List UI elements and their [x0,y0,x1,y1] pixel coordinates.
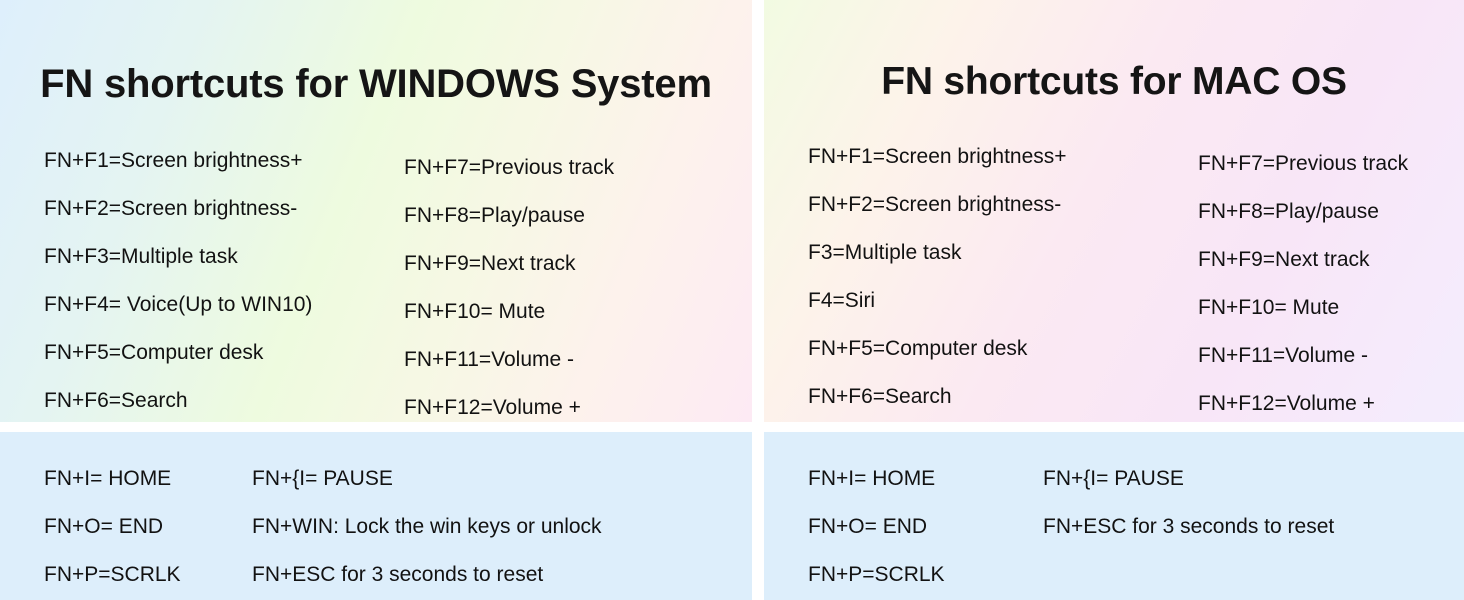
shortcut-item: FN+F2=Screen brightness- [44,197,298,220]
shortcut-item: FN+P=SCRLK [808,563,945,586]
shortcut-item: FN+F5=Computer desk [808,337,1028,360]
shortcut-item: FN+F2=Screen brightness- [808,193,1062,216]
shortcut-item: F4=Siri [808,289,876,312]
shortcut-item: FN+{I= PAUSE [1043,467,1184,490]
shortcut-item: FN+F10= Mute [1198,296,1340,319]
shortcut-item: FN+F8=Play/pause [404,204,585,227]
shortcut-item: FN+F7=Previous track [1198,152,1409,175]
shortcut-item: F3=Multiple task [808,241,962,264]
shortcut-item: FN+ESC for 3 seconds to reset [1043,515,1335,538]
shortcut-item: FN+F11=Volume - [1198,344,1369,367]
shortcut-item: FN+F9=Next track [404,252,576,275]
mac-panel-title: FN shortcuts for MAC OS [881,60,1347,103]
shortcut-item: FN+O= END [44,515,164,538]
mac-misc-panel: FN+I= HOME FN+{I= PAUSE FN+O= END FN+ESC… [764,432,1464,600]
shortcut-item: FN+F12=Volume + [404,396,581,419]
shortcut-item: FN+O= END [808,515,928,538]
shortcut-item: FN+F6=Search [44,389,188,412]
windows-fn-shortcut-grid: FN+F1=Screen brightness+ FN+F7=Previous … [44,137,734,422]
windows-misc-shortcut-grid: FN+I= HOME FN+{I= PAUSE FN+O= END FN+WIN… [44,455,722,599]
shortcut-item: FN+F11=Volume - [404,348,575,371]
shortcut-item: FN+ESC for 3 seconds to reset [252,563,544,586]
shortcut-item: FN+F9=Next track [1198,248,1370,271]
mac-fn-shortcut-grid: FN+F1=Screen brightness+ FN+F7=Previous … [808,133,1458,421]
shortcut-item: FN+F5=Computer desk [44,341,264,364]
shortcut-item: FN+F1=Screen brightness+ [44,149,303,172]
shortcut-item: FN+F3=Multiple task [44,245,238,268]
shortcut-item: FN+WIN: Lock the win keys or unlock [252,515,602,538]
shortcut-item: FN+F1=Screen brightness+ [808,145,1067,168]
shortcut-item: FN+{I= PAUSE [252,467,393,490]
windows-misc-panel: FN+I= HOME FN+{I= PAUSE FN+O= END FN+WIN… [0,432,752,600]
shortcut-item: FN+F10= Mute [404,300,546,323]
shortcut-item: FN+I= HOME [44,467,172,490]
shortcut-item: FN+F6=Search [808,385,952,408]
windows-panel-title: FN shortcuts for WINDOWS System [40,62,712,106]
windows-fn-panel: FN shortcuts for WINDOWS System FN+F1=Sc… [0,0,752,422]
mac-fn-panel: FN shortcuts for MAC OS FN+F1=Screen bri… [764,0,1464,422]
mac-misc-shortcut-grid: FN+I= HOME FN+{I= PAUSE FN+O= END FN+ESC… [808,455,1463,599]
shortcut-item: FN+F7=Previous track [404,156,615,179]
shortcut-item: FN+F4= Voice(Up to WIN10) [44,293,313,316]
shortcut-item: FN+I= HOME [808,467,936,490]
shortcut-item: FN+P=SCRLK [44,563,181,586]
shortcut-item: FN+F8=Play/pause [1198,200,1379,223]
shortcut-item: FN+F12=Volume + [1198,392,1375,415]
